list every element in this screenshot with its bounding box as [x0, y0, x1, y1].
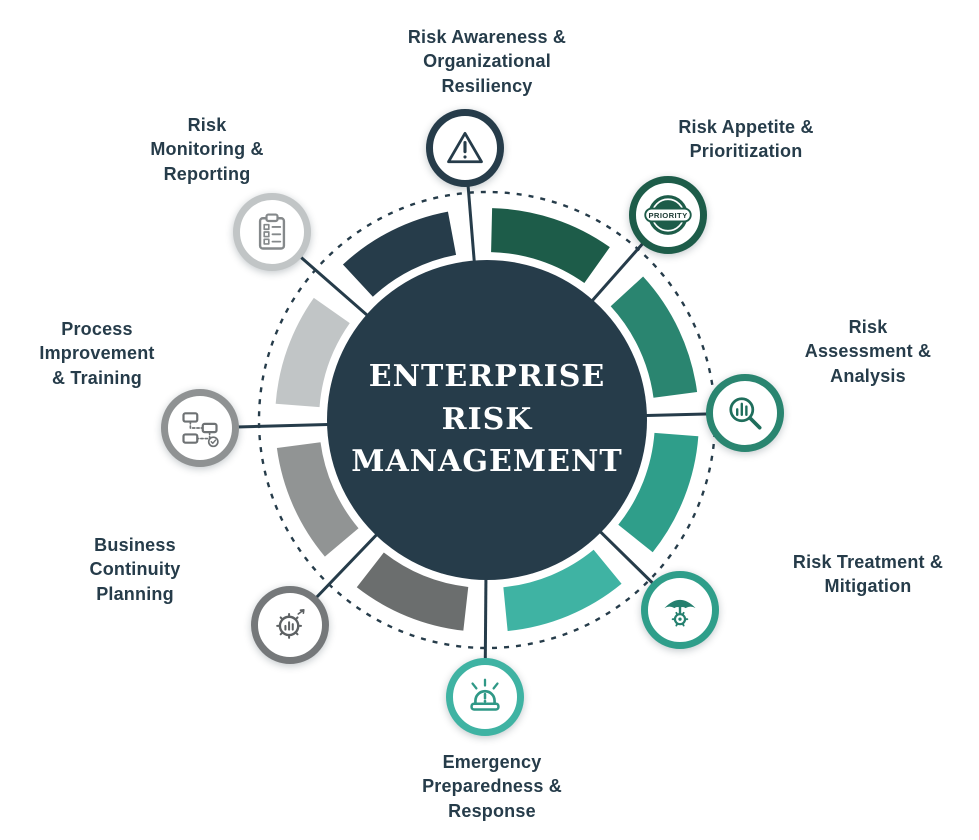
node-risk-appetite: PRIORITY	[629, 176, 707, 254]
label-process-improvement: Process Improvement & Training	[39, 319, 155, 388]
ring-segment-appetite	[490, 208, 610, 284]
flowchart-icon	[182, 412, 219, 448]
label-risk-treatment: Risk Treatment & Mitigation	[792, 552, 944, 597]
priority-badge-text: PRIORITY	[648, 211, 687, 220]
node-risk-monitoring	[233, 193, 311, 271]
gear-chart-icon	[276, 609, 305, 639]
node-risk-assessment	[706, 374, 784, 452]
hub-circle	[327, 260, 647, 580]
node-risk-treatment	[641, 571, 719, 649]
label-emergency: Emergency Preparedness & Response	[422, 752, 562, 821]
magnifier-chart-icon	[729, 397, 762, 430]
ring-segment-emergency	[502, 549, 622, 631]
ring-segment-monitoring	[275, 297, 351, 408]
umbrella-gear-icon	[664, 599, 696, 627]
label-business-continuity: Business Continuity Planning	[89, 535, 181, 604]
ring-segment-awareness	[342, 211, 457, 298]
node-process-improvement	[161, 389, 239, 467]
center-title: ENTERPRISE RISK MANAGEMENT	[351, 359, 623, 480]
node-business-continuity	[251, 586, 329, 664]
ring-segment-continuity	[356, 552, 469, 631]
clipboard-checklist-icon	[258, 213, 286, 250]
node-emergency	[446, 658, 524, 736]
priority-badge-icon: PRIORITY	[644, 195, 692, 235]
label-risk-appetite: Risk Appetite & Prioritization	[678, 117, 814, 162]
label-risk-awareness: Risk Awareness & Organizational Resilien…	[407, 27, 567, 96]
ring-segment-assessment	[610, 276, 698, 399]
ring-segment-process	[276, 441, 359, 557]
siren-icon	[470, 678, 500, 711]
label-risk-assessment: Risk Assessment & Analysis	[804, 317, 932, 386]
ring-segment-treatment	[617, 432, 699, 553]
node-risk-awareness	[426, 109, 504, 187]
label-risk-monitoring: Risk Monitoring & Reporting	[150, 115, 264, 184]
warning-triangle-icon	[447, 131, 483, 164]
